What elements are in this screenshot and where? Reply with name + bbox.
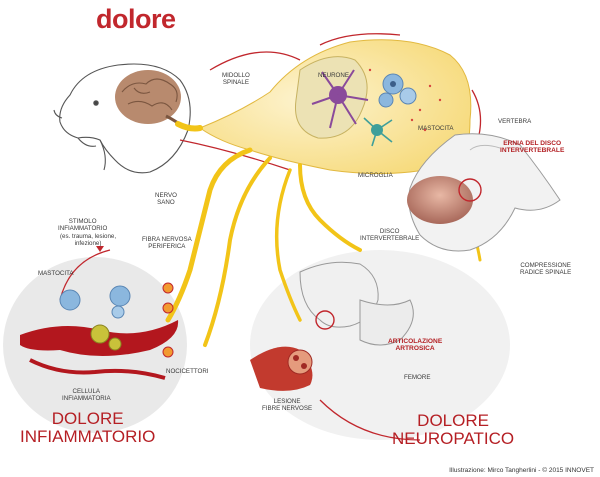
label-vertebra: VERTEBRA	[498, 118, 531, 125]
label-midollo-spinale: MIDOLLO SPINALE	[222, 72, 250, 86]
category-inflammatory: DOLORE INFIAMMATORIO	[20, 410, 155, 446]
intervertebral-disc	[407, 176, 473, 224]
label-fibra-periferica: FIBRA NERVOSA PERIFERICA	[142, 236, 192, 250]
label-stimolo: STIMOLO INFIAMMATORIO	[58, 218, 107, 232]
label-microglia: MICROGLIA	[358, 172, 393, 179]
brain	[115, 70, 184, 128]
label-nervo-sano: NERVO SANO	[155, 192, 177, 206]
label-stimolo-examples: (es. trauma, lesione, infezione)	[60, 233, 116, 247]
category-neuropathic: DOLORE NEUROPATICO	[392, 412, 514, 448]
label-compressione: COMPRESSIONE RADICE SPINALE	[520, 262, 571, 276]
label-neurone: NEURONE	[318, 72, 349, 79]
title: dolore	[96, 4, 176, 35]
label-cellula: CELLULA INFIAMMATORIA	[62, 388, 111, 402]
label-lesione: LESIONE FIBRE NERVOSE	[262, 398, 312, 412]
label-articolazione: ARTICOLAZIONE ARTROSICA	[388, 338, 442, 352]
label-mastocita-top: MASTOCITA	[418, 125, 454, 132]
label-femore: FEMORE	[404, 374, 430, 381]
label-ernia: ERNIA DEL DISCO INTERVERTEBRALE	[500, 140, 564, 154]
credit-line: Illustrazione: Mirco Tangherlini - © 201…	[449, 467, 594, 474]
label-mastocita-left: MASTOCITA	[38, 270, 74, 277]
label-disco: DISCO INTERVERTEBRALE	[360, 228, 419, 242]
label-nocicettori: NOCICETTORI	[166, 368, 209, 375]
